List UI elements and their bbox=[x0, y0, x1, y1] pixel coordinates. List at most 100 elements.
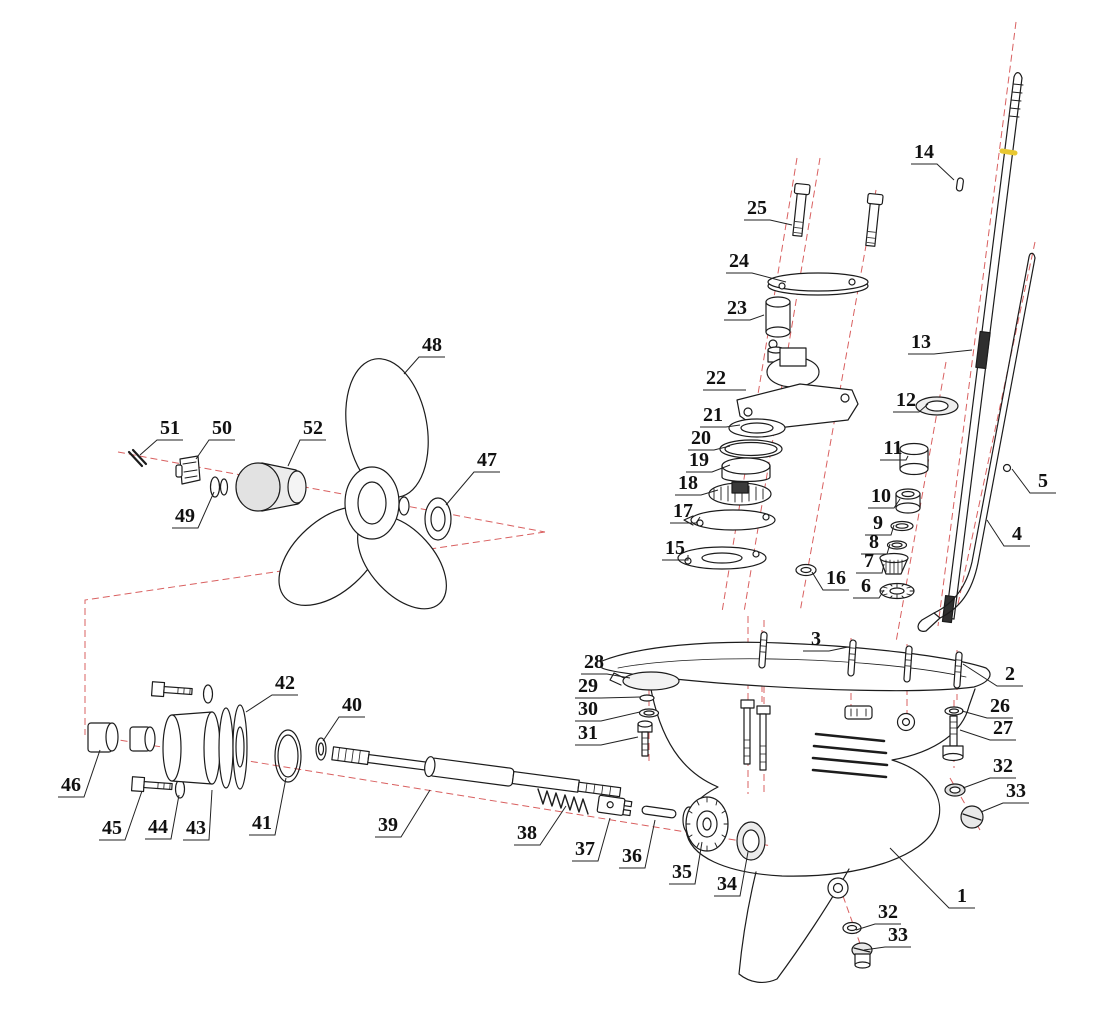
part-label-45: 45 bbox=[99, 790, 143, 841]
leader-line bbox=[700, 424, 741, 428]
part-number: 8 bbox=[869, 531, 879, 553]
part-35-gear bbox=[685, 796, 729, 852]
leader-line bbox=[724, 314, 765, 321]
part-number: 28 bbox=[584, 651, 604, 673]
part-number: 51 bbox=[160, 417, 180, 439]
part-number: 42 bbox=[275, 672, 295, 694]
part-21-gasket-ring bbox=[728, 418, 786, 438]
part-label-17: 17 bbox=[670, 500, 701, 524]
leader-line bbox=[962, 777, 1016, 789]
part-51-cotter-pin bbox=[127, 448, 148, 468]
leader-line bbox=[889, 847, 975, 909]
part-number: 46 bbox=[61, 774, 81, 796]
part-number: 43 bbox=[186, 817, 206, 839]
part-50-tab-washer bbox=[175, 455, 201, 485]
leader-line bbox=[980, 802, 1029, 813]
part-label-31: 31 bbox=[575, 722, 639, 746]
part-10-cup bbox=[895, 488, 921, 514]
part-label-27: 27 bbox=[959, 717, 1016, 741]
part-label-41: 41 bbox=[249, 777, 287, 836]
part-31-bolt bbox=[637, 720, 653, 757]
part-label-9: 9 bbox=[865, 512, 895, 536]
part-17-wear-plate bbox=[683, 509, 776, 531]
part-44-washer bbox=[174, 684, 214, 799]
part-47-thrust-washer bbox=[424, 497, 452, 541]
part-label-14: 14 bbox=[911, 141, 955, 181]
part-6-gear bbox=[879, 582, 915, 600]
part-label-22: 22 bbox=[703, 367, 746, 391]
leader-line bbox=[287, 439, 326, 467]
part-15-gasket-plate bbox=[677, 546, 767, 570]
part-number: 10 bbox=[871, 485, 891, 507]
part-label-30: 30 bbox=[575, 698, 641, 722]
part-39-prop-shaft bbox=[331, 746, 622, 798]
part-16-seal bbox=[795, 563, 817, 577]
part-number: 7 bbox=[864, 550, 874, 572]
part-label-33: 33 bbox=[863, 924, 911, 951]
bushing-2 bbox=[129, 726, 156, 752]
part-number: 11 bbox=[884, 437, 903, 459]
part-number: 5 bbox=[1038, 470, 1048, 492]
part-number: 13 bbox=[911, 331, 931, 353]
part-label-26: 26 bbox=[961, 695, 1013, 719]
leader-line bbox=[961, 710, 1013, 719]
part-label-35: 35 bbox=[669, 841, 703, 885]
part-number: 32 bbox=[878, 901, 898, 923]
leader-line bbox=[670, 516, 701, 524]
leader-line bbox=[575, 736, 639, 746]
part-30-washer bbox=[638, 708, 660, 718]
part-49-washer bbox=[209, 476, 229, 498]
part-label-33: 33 bbox=[980, 780, 1029, 813]
leader-line bbox=[861, 543, 891, 555]
leader-line bbox=[688, 445, 731, 451]
leader-line bbox=[962, 663, 1023, 687]
part-number: 15 bbox=[665, 537, 685, 559]
leader-line bbox=[880, 455, 909, 461]
part-23-coupler bbox=[765, 296, 791, 363]
part-32-washer-lower bbox=[842, 921, 862, 935]
leader-line bbox=[863, 946, 911, 951]
part-19-liner bbox=[721, 457, 771, 483]
part-number: 45 bbox=[102, 817, 122, 839]
leader-line bbox=[669, 841, 703, 885]
leader-line bbox=[575, 696, 641, 699]
part-label-32: 32 bbox=[962, 755, 1016, 789]
part-number: 38 bbox=[517, 822, 537, 844]
part-label-6: 6 bbox=[853, 575, 885, 599]
part-label-5: 5 bbox=[1011, 468, 1056, 494]
part-number: 33 bbox=[888, 924, 908, 946]
part-27-bolt bbox=[942, 715, 964, 762]
leader-line bbox=[445, 471, 500, 506]
part-46-bushing bbox=[87, 722, 119, 753]
part-26-washer bbox=[944, 706, 964, 716]
part-40-washer bbox=[315, 737, 327, 761]
part-label-7: 7 bbox=[856, 550, 885, 574]
internal-bolts bbox=[740, 699, 771, 771]
part-number: 52 bbox=[303, 417, 323, 439]
leader-line bbox=[803, 646, 849, 652]
part-22-pump-housing bbox=[736, 347, 859, 431]
leader-line bbox=[1011, 468, 1056, 494]
leader-line bbox=[726, 272, 787, 283]
part-label-49: 49 bbox=[172, 491, 215, 529]
leader-line bbox=[959, 729, 1016, 741]
part-number: 6 bbox=[861, 575, 871, 597]
part-label-48: 48 bbox=[403, 334, 445, 375]
part-number: 32 bbox=[993, 755, 1013, 777]
part-29-washer bbox=[639, 694, 655, 702]
part-number: 35 bbox=[672, 861, 692, 883]
part-label-50: 50 bbox=[195, 417, 235, 460]
part-label-8: 8 bbox=[861, 531, 891, 555]
part-label-44: 44 bbox=[145, 794, 180, 840]
part-number: 48 bbox=[422, 334, 442, 356]
part-number: 29 bbox=[578, 675, 598, 697]
part-label-52: 52 bbox=[287, 417, 326, 467]
part-label-34: 34 bbox=[714, 851, 749, 897]
part-number: 30 bbox=[578, 698, 598, 720]
leader-line bbox=[893, 403, 929, 413]
leader-line bbox=[172, 491, 215, 529]
part-label-24: 24 bbox=[726, 250, 787, 283]
part-number: 20 bbox=[691, 427, 711, 449]
part-number: 37 bbox=[575, 838, 595, 860]
